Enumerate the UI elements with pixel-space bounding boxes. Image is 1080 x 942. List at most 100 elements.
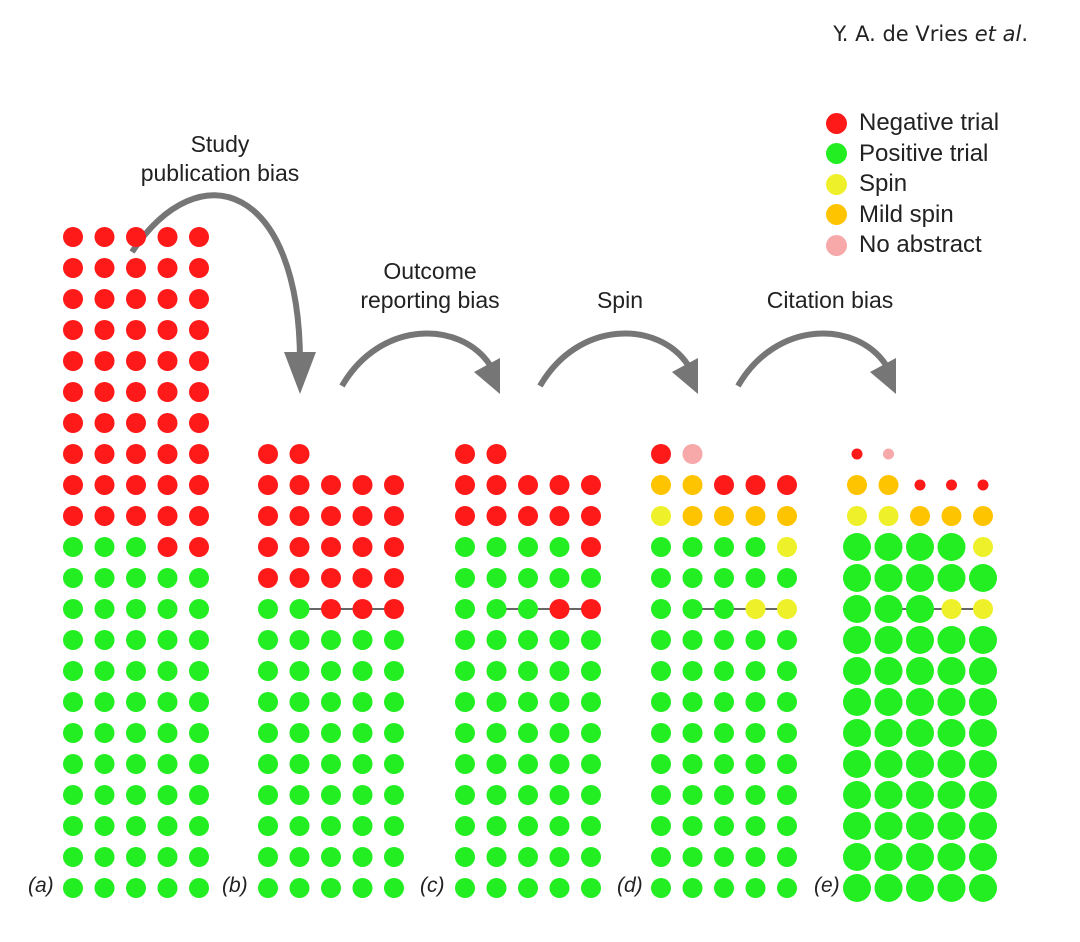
- panel-e-positive-dot: [843, 657, 871, 685]
- panel-b-positive-dot: [258, 630, 278, 650]
- panel-c-positive-dot: [581, 568, 601, 588]
- panel-e-positive-dot: [969, 812, 997, 840]
- panel-c-positive-dot: [455, 785, 475, 805]
- panel-c-positive-dot: [549, 847, 570, 867]
- outcome-bias-arrow: [339, 330, 493, 388]
- panel-a-positive-dot: [189, 692, 209, 712]
- panel-a-negative-dot: [189, 382, 209, 402]
- panel-e-negative-dot: [851, 448, 863, 460]
- panel-b-negative-dot: [289, 475, 310, 495]
- panel-d-positive-dot: [777, 692, 797, 712]
- panel-c-negative-dot: [581, 475, 601, 495]
- panel-b-positive-dot: [321, 847, 341, 867]
- panel-c-positive-dot: [581, 816, 601, 836]
- panel-a-negative-dot: [63, 506, 83, 526]
- panel-a-positive-dot: [157, 599, 178, 619]
- panel-d-positive-dot: [745, 537, 766, 557]
- panel-c-positive-dot: [455, 754, 475, 774]
- panel-a-negative-dot: [189, 258, 209, 278]
- panel-b-negative-dot: [352, 506, 373, 526]
- panel-b-positive-dot: [289, 847, 310, 867]
- panel-d-positive-dot: [714, 692, 734, 712]
- panel-e-positive-dot: [937, 719, 966, 747]
- panel-e-positive-dot: [874, 781, 903, 809]
- panel-d-positive-dot: [714, 754, 734, 774]
- running-head-authors: Y. A. de Vries: [833, 22, 969, 46]
- panel-d-positive-dot: [777, 630, 797, 650]
- panel-b-positive-dot: [321, 630, 341, 650]
- panel-d-positive-dot: [745, 816, 766, 836]
- panel-d-mild-spin-dot: [745, 506, 766, 526]
- panel-b-negative-dot: [289, 506, 310, 526]
- panel-e-spin-dot: [973, 599, 993, 619]
- panel-d-positive-dot: [682, 723, 703, 743]
- panel-e-spin-dot: [878, 506, 899, 526]
- legend-item-mild-spin: Mild spin: [826, 200, 999, 231]
- panel-a-positive-dot: [189, 568, 209, 588]
- panel-a-positive-dot: [126, 661, 146, 681]
- panel-d-positive-dot: [745, 723, 766, 743]
- panel-a-negative-dot: [189, 351, 209, 371]
- panel-c-positive-dot: [581, 661, 601, 681]
- panel-b-positive-dot: [384, 723, 404, 743]
- panel-c-negative-dot: [549, 506, 570, 526]
- panel-b-negative-dot: [352, 475, 373, 495]
- panel-b-negative-dot: [289, 568, 310, 588]
- panel-a-negative-dot: [189, 227, 209, 247]
- panel-e-positive-dot: [906, 564, 934, 592]
- panel-e-positive-dot: [906, 626, 934, 654]
- panel-e-positive-dot: [843, 595, 871, 623]
- panel-e-positive-dot: [937, 843, 966, 871]
- panel-d-spin-dot: [777, 599, 797, 619]
- panel-e-positive-dot: [906, 750, 934, 778]
- panel-d-positive-dot: [714, 661, 734, 681]
- panel-e-positive-dot: [969, 843, 997, 871]
- panel-d-positive-dot: [714, 568, 734, 588]
- panel-c-positive-dot: [486, 537, 507, 557]
- panel-d-negative-dot: [651, 444, 671, 464]
- panel-a-negative-dot: [157, 537, 178, 557]
- panel-d-no-abstract-dot: [682, 444, 703, 464]
- panel-c-positive-dot: [518, 661, 538, 681]
- panel-b-positive-dot: [289, 630, 310, 650]
- panel-a-positive-dot: [63, 878, 83, 898]
- panel-e-positive-dot: [843, 626, 871, 654]
- panel-e-negative-dot: [946, 479, 957, 491]
- panel-d-negative-dot: [714, 475, 734, 495]
- panel-c-positive-dot: [486, 692, 507, 712]
- panel-e-positive-dot: [906, 812, 934, 840]
- panel-c-positive-dot: [549, 878, 570, 898]
- panel-b-negative-dot: [352, 568, 373, 588]
- panel-a-negative-dot: [63, 351, 83, 371]
- panel-a-negative-dot: [94, 351, 115, 371]
- panel-d-positive-dot: [714, 630, 734, 650]
- panel-a-negative-dot: [157, 320, 178, 340]
- panel-label-e: (e): [814, 874, 840, 897]
- panel-a-positive-dot: [157, 692, 178, 712]
- panel-d-positive-dot: [651, 692, 671, 712]
- panel-a-positive-dot: [189, 878, 209, 898]
- panel-a-positive-dot: [157, 630, 178, 650]
- panel-b-positive-dot: [352, 630, 373, 650]
- panel-a-positive-dot: [157, 568, 178, 588]
- outcome-bias-arrowhead: [474, 358, 500, 394]
- panel-c-positive-dot: [581, 723, 601, 743]
- panel-a-negative-dot: [189, 506, 209, 526]
- panel-a-positive-dot: [63, 630, 83, 650]
- legend: Negative trial Positive trial Spin Mild …: [826, 108, 999, 261]
- panel-c-negative-dot: [486, 475, 507, 495]
- panel-d-positive-dot: [651, 537, 671, 557]
- panel-e-positive-dot: [969, 719, 997, 747]
- panel-e-positive-dot: [906, 688, 934, 716]
- panel-e-negative-dot: [977, 479, 989, 491]
- panel-e-spin-dot: [847, 506, 867, 526]
- panel-b-negative-dot: [289, 537, 310, 557]
- panel-b-positive-dot: [321, 661, 341, 681]
- panel-c-positive-dot: [549, 661, 570, 681]
- panel-c-positive-dot: [549, 723, 570, 743]
- panel-b-positive-dot: [289, 785, 310, 805]
- panel-d-positive-dot: [682, 816, 703, 836]
- panel-a-negative-dot: [94, 227, 115, 247]
- panel-e-positive-dot: [874, 812, 903, 840]
- panel-a-positive-dot: [126, 754, 146, 774]
